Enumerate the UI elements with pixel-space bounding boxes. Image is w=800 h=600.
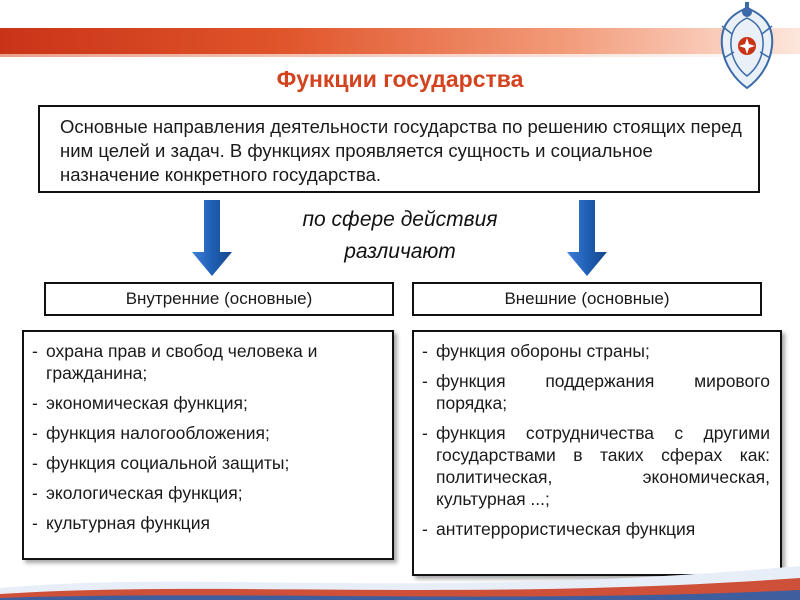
list-item: экономическая функция; xyxy=(30,392,382,414)
list-item: функция обороны страны; xyxy=(420,340,770,362)
list-item: функция налогообложения; xyxy=(30,422,382,444)
header-band xyxy=(0,28,800,54)
arrow-down-right-icon xyxy=(567,200,607,276)
list-item: антитеррористическая функция xyxy=(420,518,770,540)
classification-line-1: по сфере действия xyxy=(302,208,498,231)
emblem-logo xyxy=(712,0,782,92)
classification-line-2: различают xyxy=(344,240,456,263)
list-item: функция сотрудничества с другими государ… xyxy=(420,422,770,510)
definition-text: Основные направления деятельности госуда… xyxy=(60,116,742,185)
external-functions-list: функция обороны страны; функция поддержа… xyxy=(412,330,782,576)
footer-wave-decoration xyxy=(0,560,800,600)
classification-caption: по сфере действия различают xyxy=(240,204,560,268)
list-item: функция социальной защиты; xyxy=(30,452,382,474)
list-item: экологическая функция; xyxy=(30,482,382,504)
header-band-line xyxy=(0,54,800,57)
definition-box: Основные направления деятельности госуда… xyxy=(38,105,760,193)
list-item: культурная функция xyxy=(30,512,382,534)
internal-functions-heading: Внутренние (основные) xyxy=(44,282,394,316)
slide-title: Функции государства xyxy=(276,66,524,92)
arrow-down-left-icon xyxy=(192,200,232,276)
list-item: охрана прав и свобод человека и граждани… xyxy=(30,340,382,384)
list-item: функция поддержания мирового порядка; xyxy=(420,370,770,414)
internal-functions-list: охрана прав и свобод человека и граждани… xyxy=(22,330,394,560)
external-functions-heading: Внешние (основные) xyxy=(412,282,762,316)
